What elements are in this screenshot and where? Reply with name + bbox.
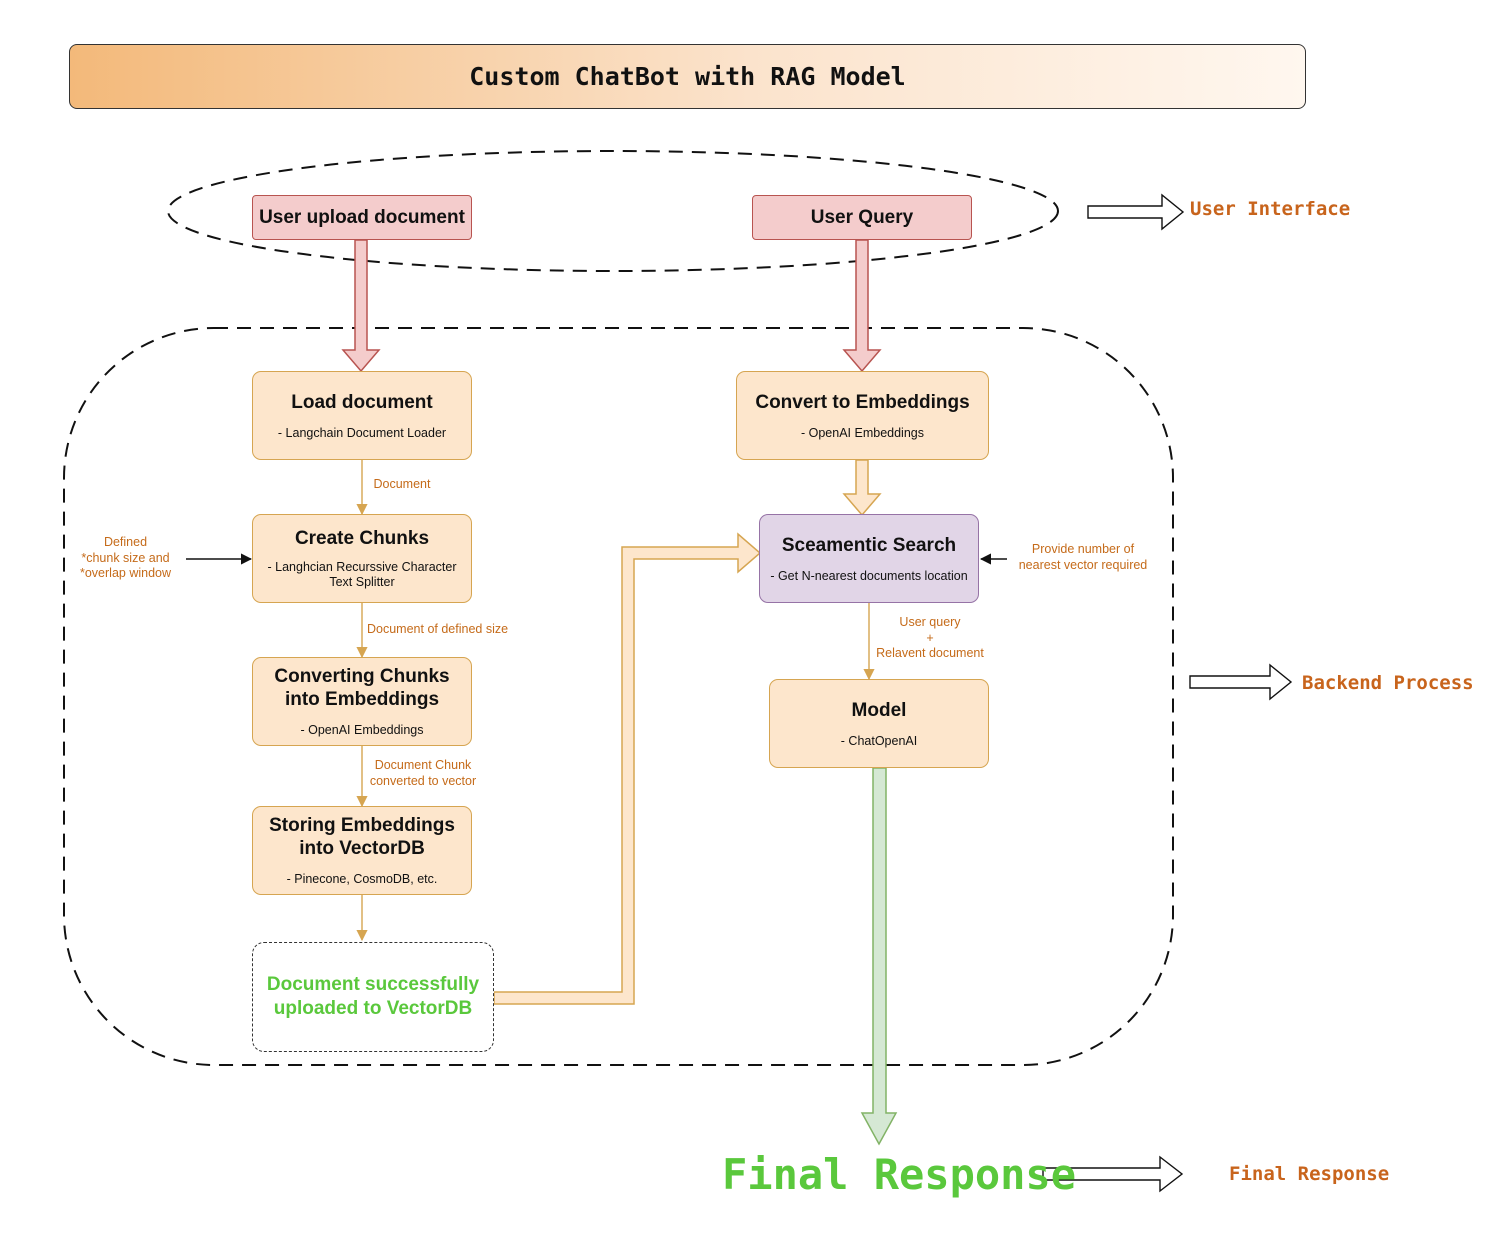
- create-chunks-title: Create Chunks: [294, 528, 430, 549]
- upload-success-line1: Document successfully: [266, 974, 480, 995]
- side-label-backend-process: Backend Process: [1302, 672, 1474, 694]
- upload-success-line2: uploaded to VectorDB: [273, 998, 473, 1019]
- edge-label-chunk-vector-line2: converted to vector: [369, 773, 477, 788]
- model-subtitle: - ChatOpenAI: [840, 733, 918, 748]
- user-interface-region: [167, 150, 1059, 272]
- edge-label-query-line3: Relavent document: [876, 646, 984, 660]
- backend-pointer-arrow: [1189, 663, 1293, 701]
- success-to-search-arrow: [493, 532, 762, 1005]
- model-to-final-arrow: [860, 767, 898, 1146]
- create-chunks-subtitle-line1: - Langhcian Recurssive Character: [267, 560, 457, 574]
- converting-chunks-subtitle: - OpenAI Embeddings: [300, 723, 424, 737]
- search-config-line2: nearest vector required: [1018, 557, 1148, 572]
- user-upload-document-box: User upload document: [252, 195, 472, 240]
- edge-label-chunk-vector-line1: Document Chunk: [374, 758, 472, 772]
- final-response-heading: Final Response: [722, 1150, 1077, 1199]
- converting-chunks-box: Converting Chunks into Embeddings - Open…: [252, 657, 472, 746]
- convert-embeddings-subtitle: - OpenAI Embeddings: [801, 425, 924, 440]
- model-title: Model: [851, 699, 907, 721]
- convert-embeddings-box: Convert to Embeddings - OpenAI Embedding…: [736, 371, 989, 460]
- load-document-subtitle: - Langchain Document Loader: [277, 425, 447, 440]
- create-chunks-box: Create Chunks - Langhcian Recurssive Cha…: [252, 514, 472, 603]
- chunk-config-line3: *overlap window: [79, 566, 172, 580]
- storing-embeddings-title-line2: into VectorDB: [299, 838, 425, 859]
- create-chunks-subtitle: - Langhcian Recurssive Character Text Sp…: [268, 560, 457, 590]
- chunk-config-label: Defined *chunk size and *overlap window: [68, 535, 183, 582]
- search-config-label: Provide number of nearest vector require…: [1008, 542, 1158, 573]
- upload-success-text: Document successfully uploaded to Vector…: [267, 973, 479, 1021]
- storing-embeddings-box: Storing Embeddings into VectorDB - Pinec…: [252, 806, 472, 895]
- edge-label-query-line2: +: [926, 630, 934, 645]
- edge-label-query-line1: User query: [899, 615, 961, 629]
- chunk-config-line1: Defined: [103, 535, 148, 549]
- convert-embeddings-title: Convert to Embeddings: [755, 391, 970, 413]
- side-label-user-interface: User Interface: [1190, 198, 1351, 220]
- side-label-final-response: Final Response: [1229, 1163, 1390, 1185]
- storing-embeddings-subtitle: - Pinecone, CosmoDB, etc.: [286, 872, 438, 886]
- storing-embeddings-title-line1: Storing Embeddings: [269, 815, 455, 836]
- model-box: Model - ChatOpenAI: [769, 679, 989, 768]
- final-pointer-arrow: [1042, 1155, 1184, 1193]
- semantic-search-subtitle: - Get N-nearest documents location: [770, 568, 968, 583]
- backend-process-region: [63, 327, 1174, 1066]
- upload-to-load-arrow: [341, 239, 381, 373]
- user-query-box: User Query: [752, 195, 972, 240]
- converting-chunks-title-line1: Converting Chunks: [274, 666, 450, 687]
- upload-success-box: Document successfully uploaded to Vector…: [252, 942, 494, 1052]
- user-interface-pointer-arrow: [1087, 193, 1185, 231]
- semantic-search-title: Sceamentic Search: [781, 534, 957, 556]
- edge-label-defined-size: Document of defined size: [367, 622, 509, 636]
- convert-to-search-arrow: [842, 459, 882, 517]
- query-to-convert-arrow: [842, 239, 882, 373]
- load-document-box: Load document - Langchain Document Loade…: [252, 371, 472, 460]
- edge-label-query-document: User query + Relavent document: [866, 615, 994, 662]
- create-chunks-subtitle-line2: Text Splitter: [329, 575, 395, 589]
- edge-label-chunk-vector: Document Chunk converted to vector: [362, 758, 484, 789]
- edge-label-document: Document: [373, 477, 431, 491]
- converting-chunks-title: Converting Chunks into Embeddings: [274, 665, 449, 711]
- diagram-title: Custom ChatBot with RAG Model: [69, 44, 1306, 109]
- storing-embeddings-title: Storing Embeddings into VectorDB: [269, 814, 455, 860]
- search-config-line1: Provide number of: [1031, 542, 1135, 556]
- converting-chunks-title-line2: into Embeddings: [284, 689, 440, 710]
- semantic-search-box: Sceamentic Search - Get N-nearest docume…: [759, 514, 979, 603]
- chunk-config-line2: *chunk size and: [81, 550, 170, 565]
- load-document-title: Load document: [291, 391, 433, 413]
